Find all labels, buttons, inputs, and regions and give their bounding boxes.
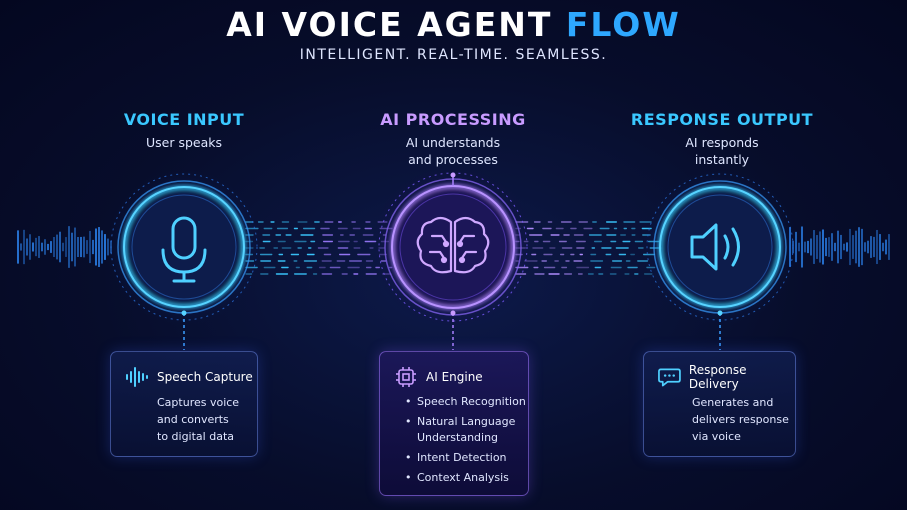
card-description-line: Generates and [692, 396, 774, 409]
node-to-card-connectors [181, 310, 723, 350]
card-title: Speech Capture [157, 370, 253, 384]
response-delivery-card: Response Delivery Generates and delivers… [643, 351, 796, 457]
speaker-icon [690, 223, 740, 271]
response-output-node [642, 169, 798, 325]
card-description-line: delivers response [692, 413, 789, 426]
page-title-accent: FLOW [565, 5, 681, 44]
chat-bubble-icon [658, 368, 681, 387]
stage-subtitle-line: and processes [408, 152, 498, 167]
stage-subtitle-line: User speaks [145, 135, 222, 150]
brain-circuit-icon [416, 216, 490, 274]
page-title-main: AI VOICE AGENT [226, 5, 566, 44]
list-item: Intent Detection [405, 450, 526, 466]
ai-engine-capabilities-list: Speech Recognition Natural Language Unde… [405, 394, 526, 490]
card-description-line: Captures voice [157, 396, 240, 409]
card-description: Generates and delivers response via voic… [692, 394, 789, 445]
stage-title-voice-input: VOICE INPUT [123, 110, 245, 129]
card-title: AI Engine [426, 370, 483, 384]
stage-subtitle-response-output: AI responds instantly [592, 134, 852, 168]
page-subtitle: INTELLIGENT. REAL-TIME. SEAMLESS. [299, 47, 608, 63]
ai-processing-node [371, 165, 535, 329]
chip-icon [396, 367, 416, 387]
speech-capture-card: Speech Capture Captures voice and conver… [110, 351, 258, 457]
list-item: Natural Language Understanding [405, 414, 517, 446]
right-soundwave [789, 226, 890, 268]
card-title: Response Delivery [688, 363, 747, 391]
page-title: AI VOICE AGENT FLOW [0, 5, 907, 44]
stage-subtitle-line: AI understands [405, 135, 501, 150]
ai-engine-card: AI Engine Speech Recognition Natural Lan… [379, 351, 529, 496]
stage-subtitle-line: instantly [694, 152, 750, 167]
card-description-line: to digital data [157, 430, 234, 443]
stage-subtitle-line: AI responds [685, 135, 759, 150]
list-item: Context Analysis [405, 470, 526, 486]
stage-subtitle-ai-processing: AI understands and processes [323, 134, 583, 168]
stage-title-response-output: RESPONSE OUTPUT [630, 110, 814, 129]
waveform-icon [126, 367, 148, 387]
card-description-line: and converts [157, 413, 229, 426]
stage-title-ai-processing: AI PROCESSING [380, 110, 526, 129]
left-soundwave [17, 226, 112, 268]
voice-input-node [106, 169, 262, 325]
card-header: AI Engine [394, 366, 483, 388]
card-description: Captures voice and converts to digital d… [157, 394, 239, 445]
stage-subtitle-voice-input: User speaks [54, 134, 314, 151]
list-item: Speech Recognition [405, 394, 526, 410]
microphone-icon [161, 216, 207, 283]
card-header: Response Delivery [658, 363, 795, 391]
card-description-line: via voice [692, 430, 741, 443]
card-header: Speech Capture [125, 366, 253, 388]
